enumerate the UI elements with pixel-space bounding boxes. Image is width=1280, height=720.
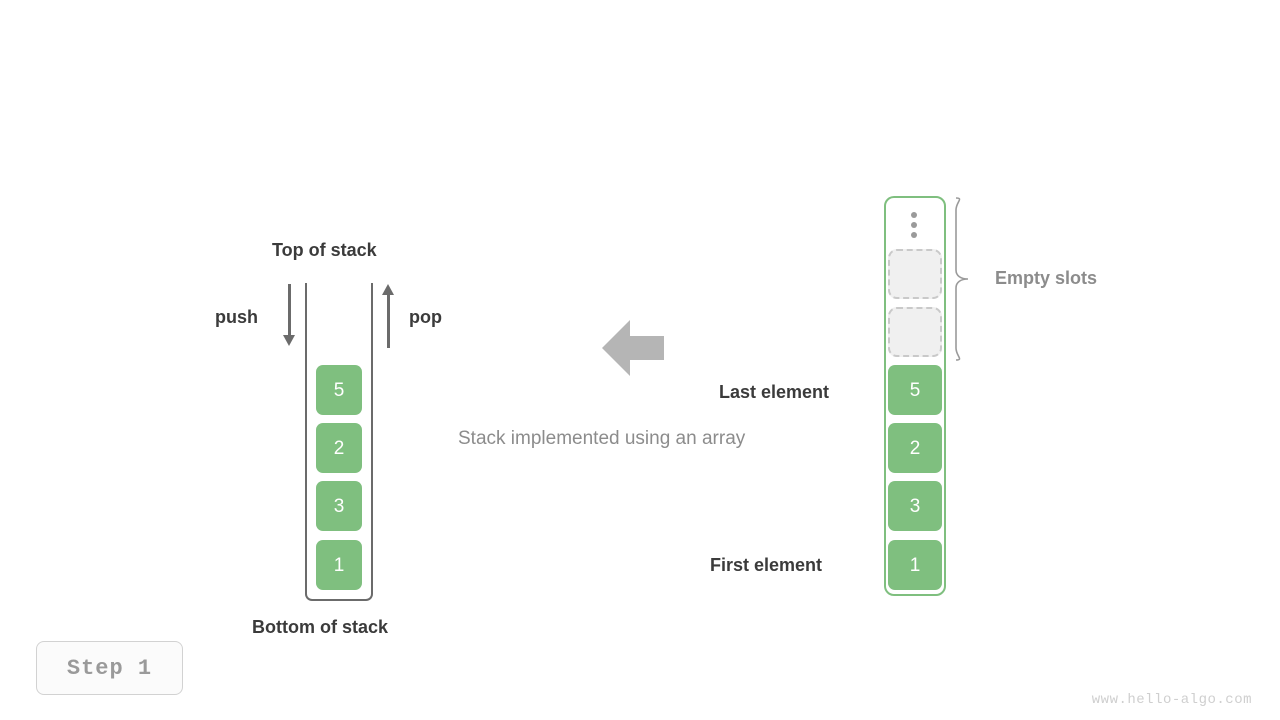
last-element-label: Last element xyxy=(719,382,830,402)
array-cell: 1 xyxy=(888,540,942,590)
first-element-label: First element xyxy=(710,555,823,575)
push-label: push xyxy=(215,307,258,327)
empty-slot xyxy=(888,249,942,299)
stack-container xyxy=(305,283,373,601)
top-of-stack-label: Top of stack xyxy=(272,240,377,260)
vertical-ellipsis-icon xyxy=(911,212,918,242)
array-cell: 2 xyxy=(888,423,942,473)
watermark: www.hello-algo.com xyxy=(1091,692,1252,708)
empty-slot xyxy=(888,307,942,357)
array-cell: 3 xyxy=(888,481,942,531)
pop-label: pop xyxy=(409,307,442,327)
empty-slots-label: Empty slots xyxy=(995,268,1098,288)
push-arrow-head xyxy=(283,335,295,346)
stack-cell: 5 xyxy=(316,365,362,415)
array-cell: 5 xyxy=(888,365,942,415)
empty-slots-brace-icon xyxy=(955,197,969,361)
stack-cell: 1 xyxy=(316,540,362,590)
stack-cell: 2 xyxy=(316,423,362,473)
bottom-of-stack-label: Bottom of stack xyxy=(252,617,389,637)
pop-arrow-shaft xyxy=(387,294,390,348)
left-pointing-arrow-icon xyxy=(602,320,664,376)
stack-cell: 3 xyxy=(316,481,362,531)
pop-arrow-head xyxy=(382,284,394,295)
array-container xyxy=(884,196,946,596)
push-arrow-shaft xyxy=(288,284,291,338)
step-badge: Step 1 xyxy=(36,641,183,695)
diagram-caption: Stack implemented using an array xyxy=(458,428,746,449)
